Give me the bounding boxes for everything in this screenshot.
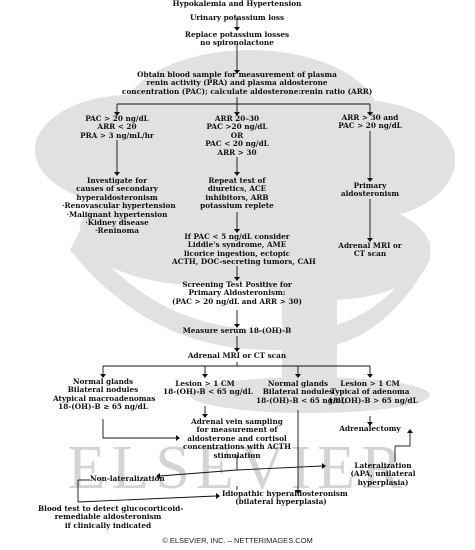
elsevier-watermark: ELSEVIER — [68, 434, 409, 502]
node-adrenalectomy: Adrenalectomy — [339, 424, 401, 433]
arrowheads — [100, 27, 413, 499]
copyright-credit: © ELSEVIER, INC. – NETTERIMAGES.COM — [162, 536, 313, 545]
connector-lines — [77, 17, 411, 503]
node-non-lateralization: Non-lateralization — [90, 474, 165, 483]
node-urinary-potassium-loss: Urinary potassium loss — [189, 13, 285, 22]
node-measure-18ohb: Measure serum 18-(OH)-B — [182, 326, 292, 335]
elsevier-tree-logo — [35, 50, 455, 413]
node-idiopathic-hyperaldosteronism: Idiopathic hyperaldosteronism(bilateral … — [222, 489, 348, 507]
node-adrenal-mri-ct: Adrenal MRI or CT scan — [187, 351, 287, 360]
node-obtain-blood-sample: Obtain blood sample for measurement of p… — [122, 70, 373, 96]
node-hypokalemia-hypertension: Hypokalemia and Hypertension — [172, 0, 302, 8]
node-blood-test-gra: Blood test to detect glucocorticoid-reme… — [38, 504, 184, 530]
